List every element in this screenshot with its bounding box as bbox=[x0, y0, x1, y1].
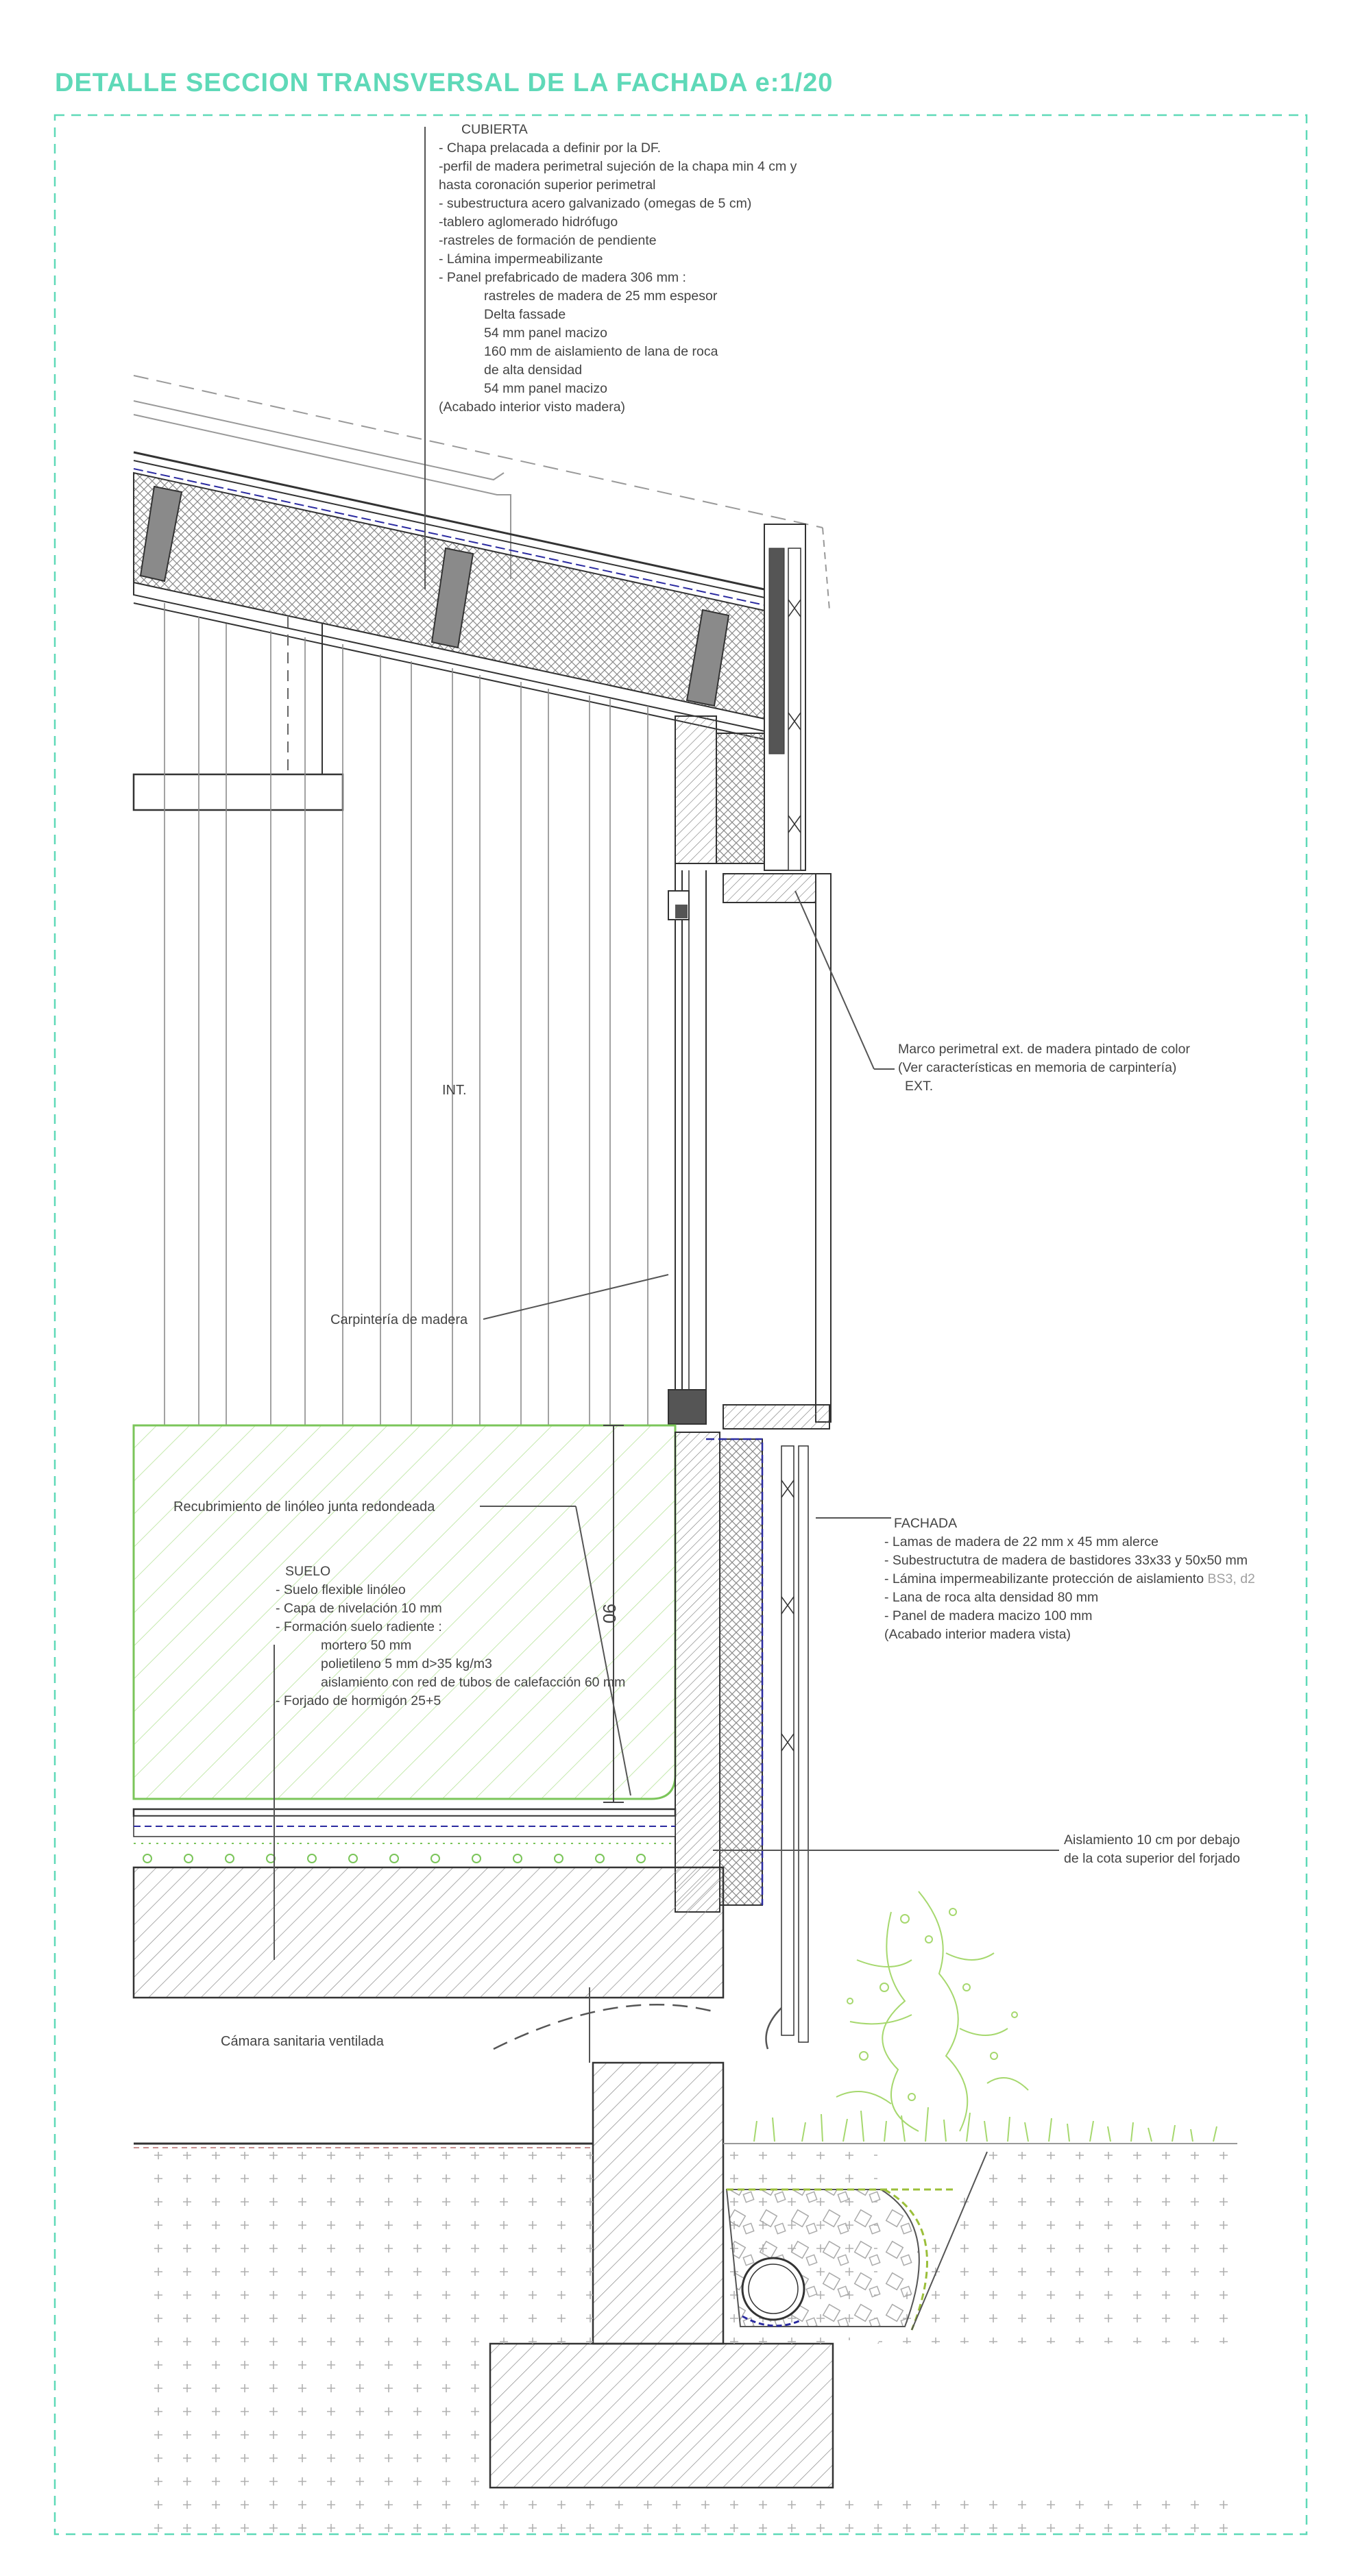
fachada-line: - Lámina impermeabilizante protección de… bbox=[884, 1571, 1204, 1586]
aislamiento-line: de la cota superior del forjado bbox=[1064, 1851, 1240, 1866]
cubierta-subline: 160 mm de aislamiento de lana de roca bbox=[484, 344, 718, 359]
cubierta-footer: (Acabado interior visto madera) bbox=[439, 400, 626, 415]
suelo-line: - Capa de nivelación 10 mm bbox=[276, 1601, 442, 1616]
drain-pipe bbox=[741, 2257, 805, 2321]
cubierta-heading: CUBIERTA bbox=[461, 122, 528, 137]
ground bbox=[134, 2142, 1237, 2536]
fachada-notes: FACHADA - Lamas de madera de 22 mm x 45 … bbox=[884, 1514, 1255, 1644]
interior-wood-panel bbox=[164, 603, 648, 1425]
marco-line: (Ver características en memoria de carpi… bbox=[898, 1060, 1177, 1075]
suelo-heading: SUELO bbox=[285, 1564, 331, 1579]
fachada-heading: FACHADA bbox=[894, 1516, 958, 1531]
fachada-line-membrane: - Lámina impermeabilizante protección de… bbox=[884, 1570, 1255, 1588]
fachada-grey-suffix: BS3, d2 bbox=[1207, 1571, 1255, 1586]
window-frame bbox=[668, 715, 832, 1430]
suelo-subline: aislamiento con red de tubos de calefacc… bbox=[321, 1675, 626, 1690]
marco-notes: Marco perimetral ext. de madera pintado … bbox=[898, 1040, 1190, 1096]
suelo-notes: SUELO - Suelo flexible linóleo - Capa de… bbox=[276, 1562, 625, 1710]
cubierta-subline: de alta densidad bbox=[484, 363, 583, 378]
suelo-line: - Suelo flexible linóleo bbox=[276, 1582, 406, 1597]
aislamiento-line: Aislamiento 10 cm por debajo bbox=[1064, 1832, 1240, 1848]
cubierta-line: - Panel prefabricado de madera 306 mm : bbox=[439, 270, 686, 285]
foundation bbox=[489, 2003, 834, 2489]
roof-section bbox=[132, 375, 830, 871]
cubierta-subline: rastreles de madera de 25 mm espesor bbox=[484, 289, 718, 304]
cubierta-subline: 54 mm panel macizo bbox=[484, 381, 607, 396]
facade-wall bbox=[675, 1432, 809, 2043]
drawing-title: DETALLE SECCION TRANSVERSAL DE LA FACHAD… bbox=[55, 69, 834, 97]
aislamiento-notes: Aislamiento 10 cm por debajo de la cota … bbox=[1064, 1831, 1240, 1868]
floor-slab bbox=[132, 1808, 725, 1999]
cubierta-notes: CUBIERTA - Chapa prelacada a definir por… bbox=[439, 121, 797, 417]
suelo-footer: - Forjado de hormigón 25+5 bbox=[276, 1693, 441, 1708]
vegetation bbox=[753, 1891, 1217, 2142]
suelo-subline: mortero 50 mm bbox=[321, 1638, 412, 1653]
carpinteria-label: Carpintería de madera bbox=[330, 1312, 468, 1327]
suelo-subline: polietileno 5 mm d>35 kg/m3 bbox=[321, 1656, 492, 1671]
marco-line: Marco perimetral ext. de madera pintado … bbox=[898, 1042, 1190, 1057]
fachada-line: (Acabado interior madera vista) bbox=[884, 1627, 1071, 1642]
cubierta-line: -perfil de madera perimetral sujeción de… bbox=[439, 159, 797, 174]
cubierta-line: - Lámina impermeabilizante bbox=[439, 252, 603, 267]
dimension-line bbox=[603, 1425, 624, 1803]
fachada-line: - Subestructutra de madera de bastidores… bbox=[884, 1553, 1248, 1568]
leader-lines bbox=[274, 127, 1059, 2063]
cubierta-subline: 54 mm panel macizo bbox=[484, 326, 607, 341]
recubrimiento-label: Recubrimiento de linóleo junta redondead… bbox=[173, 1499, 435, 1514]
fachada-line: - Panel de madera macizo 100 mm bbox=[884, 1608, 1093, 1623]
heating-tubes bbox=[143, 1854, 646, 1863]
cubierta-line: - subestructura acero galvanizado (omega… bbox=[439, 196, 752, 211]
cubierta-line: -tablero aglomerado hidrófugo bbox=[439, 214, 618, 230]
cubierta-line: -rastreles de formación de pendiente bbox=[439, 233, 657, 248]
cubierta-subline: Delta fassade bbox=[484, 307, 566, 322]
fachada-line: - Lana de roca alta densidad 80 mm bbox=[884, 1590, 1099, 1605]
ext-label: EXT. bbox=[905, 1079, 934, 1094]
cubierta-line: hasta coronación superior perimetral bbox=[439, 177, 656, 193]
suelo-line: - Formación suelo radiente : bbox=[276, 1619, 442, 1634]
camara-label: Cámara sanitaria ventilada bbox=[221, 2034, 384, 2049]
fachada-line: - Lamas de madera de 22 mm x 45 mm alerc… bbox=[884, 1534, 1158, 1549]
cubierta-line: - Chapa prelacada a definir por la DF. bbox=[439, 140, 662, 156]
int-label: INT. bbox=[442, 1083, 467, 1098]
